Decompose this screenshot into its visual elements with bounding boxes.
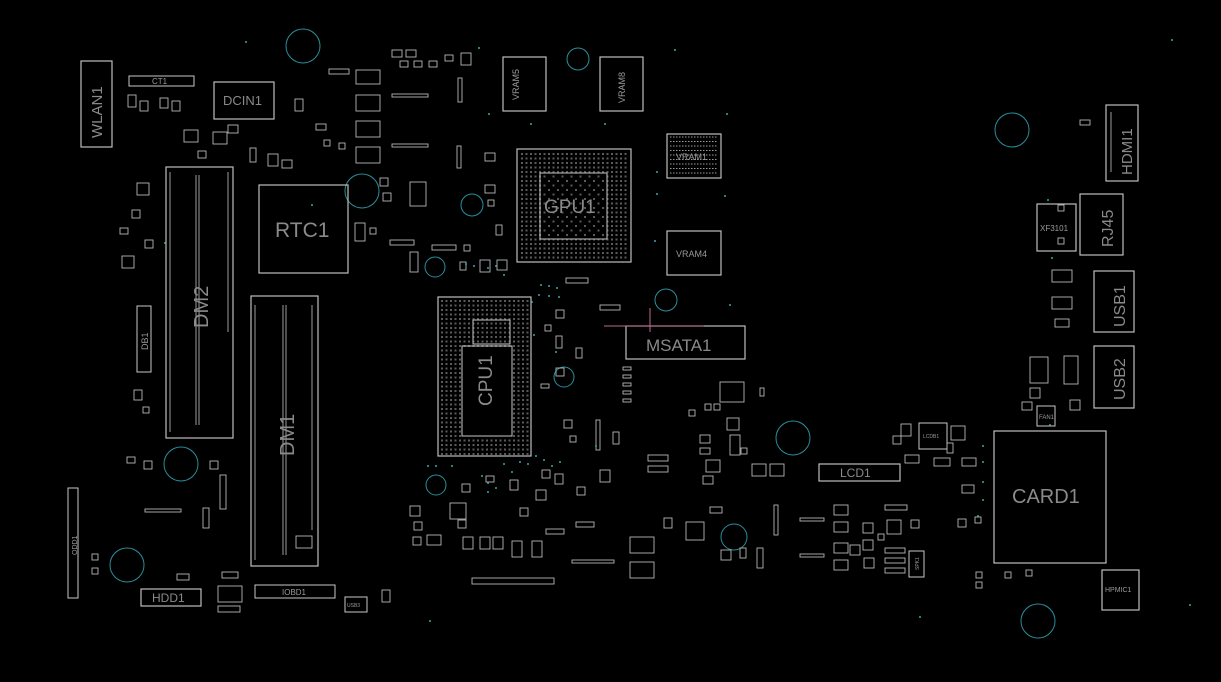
vram8-label: VRAM8 — [617, 72, 627, 103]
dm2-label: DM2 — [191, 286, 213, 328]
ct1-label: CT1 — [152, 77, 168, 86]
hdd1-label: HDD1 — [152, 591, 185, 605]
spk1-label: SPK1 — [915, 557, 921, 570]
vram4-chip: VRAM4 — [666, 230, 722, 276]
cpu-label: CPU1 — [476, 355, 497, 406]
vram5-chip: VRAM5 — [502, 56, 547, 112]
dcin1-connector: DCIN1 — [213, 81, 275, 120]
mounting-holes — [109, 28, 1056, 639]
cpu-bga-chip: CPU1 — [437, 296, 532, 457]
msata1-label: MSATA1 — [646, 336, 712, 355]
dm1-memory-slot: DM1 — [250, 295, 319, 567]
vram1-label: VRAM1 — [676, 152, 707, 162]
db1-connector: DB1 — [136, 305, 152, 373]
vram4-label: VRAM4 — [676, 249, 707, 259]
odd1-connector: ODD1 — [67, 487, 79, 599]
wlan1-connector: WLAN1 — [80, 60, 113, 148]
lcdb1-chip: LCDB1 — [918, 422, 948, 450]
usb1-label: USB1 — [1112, 285, 1129, 327]
rtc1-battery: RTC1 — [258, 184, 349, 274]
lcdb1-label: LCDB1 — [923, 434, 939, 440]
rj45-connector: RJ45 — [1079, 193, 1124, 256]
rj45-label: RJ45 — [1100, 210, 1117, 247]
vram8-chip: VRAM8 — [599, 56, 644, 112]
xf3101-label: XF3101 — [1040, 224, 1069, 233]
card1-reader: CARD1 — [993, 430, 1107, 564]
fan1-connector: FAN1 — [1036, 405, 1056, 427]
gpu-bga-chip: GPU1 — [516, 148, 632, 263]
vram5-label: VRAM5 — [511, 69, 521, 100]
hpmic1-label: HPMIC1 — [1105, 587, 1132, 594]
msata1-connector: MSATA1 — [604, 308, 746, 360]
odd1-label: ODD1 — [72, 535, 79, 555]
gpu-label: GPU1 — [544, 197, 596, 218]
test-points — [164, 39, 1191, 622]
usb3-connector: USB3 — [344, 596, 368, 613]
usb2-label: USB2 — [1112, 358, 1129, 400]
ct1-connector: CT1 — [128, 75, 195, 87]
hdmi1-label: HDMI1 — [1119, 128, 1136, 175]
passive-components — [91, 49, 1091, 613]
iobd1-label: IOBD1 — [282, 588, 307, 597]
usb2-connector: USB2 — [1093, 345, 1135, 409]
xf3101-transformer: XF3101 — [1036, 203, 1077, 252]
dm1-label: DM1 — [277, 414, 299, 456]
usb3-label: USB3 — [347, 603, 360, 609]
db1-label: DB1 — [140, 332, 150, 350]
usb1-connector: USB1 — [1093, 270, 1135, 333]
wlan1-label: WLAN1 — [89, 86, 106, 138]
hdd1-connector: HDD1 — [140, 588, 202, 607]
hpmic1-jack: HPMIC1 — [1101, 569, 1140, 611]
lcd1-connector: LCD1 — [818, 463, 901, 482]
iobd1-connector: IOBD1 — [254, 584, 336, 599]
dm2-memory-slot: DM2 — [165, 166, 234, 439]
fan1-label: FAN1 — [1039, 415, 1055, 421]
lcd1-label: LCD1 — [840, 466, 871, 480]
hdmi1-connector: HDMI1 — [1105, 104, 1139, 182]
vram1-chip: VRAM1 — [666, 133, 722, 179]
card1-label: CARD1 — [1012, 486, 1080, 508]
spk1-connector: SPK1 — [908, 550, 925, 578]
rtc1-label: RTC1 — [275, 219, 329, 242]
dcin1-label: DCIN1 — [223, 93, 262, 108]
